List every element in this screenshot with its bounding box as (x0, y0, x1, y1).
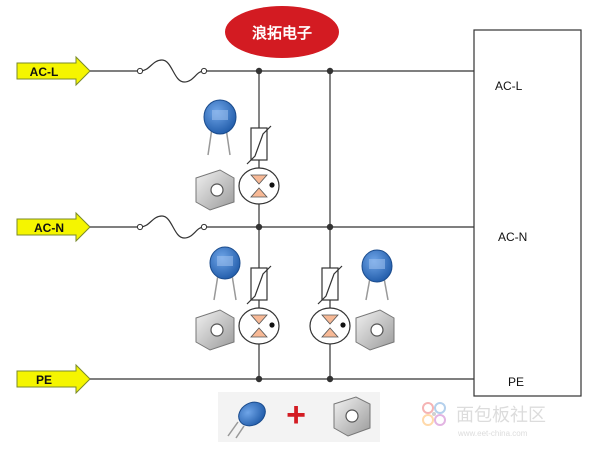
varistor-component-3 (361, 249, 393, 301)
device-terminal-ac-l: AC-L (495, 79, 523, 93)
watermark-text: 面包板社区 (456, 405, 546, 425)
gdt-component-1 (195, 169, 235, 211)
input-arrow-ac-n: AC-N (16, 211, 91, 243)
input-label-ac-n: AC-N (34, 221, 64, 235)
legend: + (218, 392, 380, 442)
varistor-component-2 (209, 246, 241, 301)
protected-device-box (473, 29, 582, 397)
brand-ellipse (225, 6, 339, 58)
varistor-symbol-2 (246, 265, 272, 305)
watermark-logo-icon (422, 402, 446, 426)
watermark: 面包板社区 www.eet-china.com (422, 402, 546, 438)
varistor-component-1 (203, 99, 237, 156)
fuse-ac-l (139, 59, 205, 83)
watermark-url: www.eet-china.com (457, 429, 528, 438)
varistor-symbol-1 (246, 125, 272, 165)
fuse-ac-n (139, 215, 205, 239)
fuse-terminals (136, 67, 208, 231)
device-terminal-ac-n: AC-N (498, 230, 527, 244)
gdt-component-3 (355, 309, 395, 351)
gdt-symbol-3 (309, 307, 351, 345)
gdt-symbols (238, 167, 351, 345)
brand-badge: 浪拓电子 (225, 6, 339, 58)
gdt-symbol-1 (238, 167, 280, 205)
gdt-component-2 (195, 309, 235, 351)
device-terminal-pe: PE (508, 375, 524, 389)
varistor-symbol-3 (317, 265, 343, 305)
legend-gdt-icon (333, 396, 371, 437)
input-arrow-pe: PE (16, 363, 91, 395)
legend-plus: + (286, 396, 306, 434)
input-label-ac-l: AC-L (30, 65, 59, 79)
wiring (90, 59, 474, 380)
input-arrow-ac-l: AC-L (16, 55, 91, 87)
gdt-symbol-2 (238, 307, 280, 345)
legend-varistor-icon (227, 401, 266, 439)
brand-text: 浪拓电子 (252, 24, 312, 42)
input-label-pe: PE (36, 373, 52, 387)
varistor-symbols (246, 125, 343, 305)
junction-dots (255, 67, 334, 383)
